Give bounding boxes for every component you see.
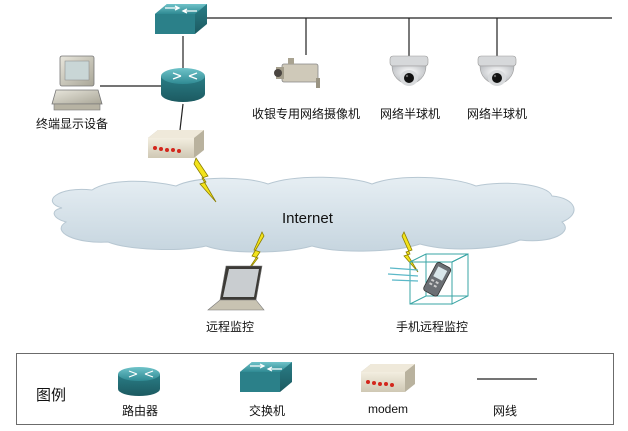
- cashier-camera-icon: [274, 58, 320, 88]
- modem-icon: [148, 130, 204, 158]
- laptop-icon: [207, 265, 265, 311]
- legend-title: 图例: [36, 386, 67, 404]
- legend: [16, 353, 614, 425]
- legend-modem-icon: [361, 364, 415, 392]
- legend-modem-label: modem: [368, 402, 409, 416]
- legend-switch-label: 交换机: [249, 404, 286, 418]
- cashier-camera-label: 收银专用网络摄像机: [252, 107, 361, 121]
- mobile-monitor-label: 手机远程监控: [396, 320, 469, 334]
- legend-router-icon: [118, 367, 160, 396]
- internet-label: Internet: [282, 210, 333, 227]
- remote-monitor-label: 远程监控: [206, 320, 255, 334]
- router-icon: [161, 68, 205, 102]
- switch-icon: [155, 4, 207, 34]
- dome-camera-1-icon: [389, 55, 429, 86]
- legend-cable-label: 网线: [493, 404, 518, 418]
- dome-camera-2-icon: [477, 55, 517, 86]
- terminal-label: 终端显示设备: [36, 117, 109, 131]
- dome-camera-2-label: 网络半球机: [467, 107, 528, 121]
- mobile-phone-icon: [387, 253, 469, 305]
- legend-router-label: 路由器: [122, 404, 159, 418]
- legend-switch-icon: [240, 362, 292, 392]
- bolt-modem-icon: [193, 157, 217, 203]
- cable-lines: [100, 17, 612, 131]
- internet-cloud: [51, 176, 575, 253]
- dome-camera-1-label: 网络半球机: [380, 107, 441, 121]
- router-modem-line: [179, 103, 184, 131]
- terminal-computer-icon: [51, 55, 103, 111]
- bolt-mobile-icon: [401, 231, 419, 273]
